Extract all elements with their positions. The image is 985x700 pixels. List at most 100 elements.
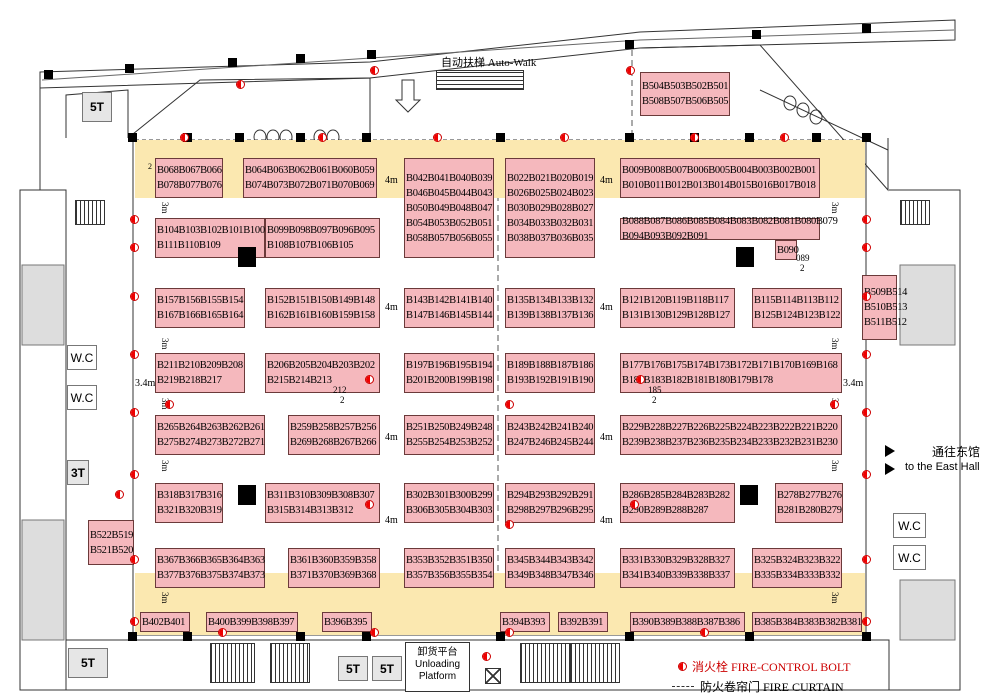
booth-label: B189B188B187B186: [507, 360, 594, 371]
unloading-en2: Platform: [418, 671, 457, 682]
structural-column: [496, 632, 505, 641]
booth-label: B302B301B300B299: [406, 490, 493, 501]
booth-label: B269B268B267B266: [290, 437, 377, 448]
unloading-cn: 卸货平台: [417, 647, 458, 658]
booth-label: B042B041B040B039: [406, 172, 493, 184]
booth-block[interactable]: B090: [775, 240, 799, 260]
stair-right-top: [900, 200, 930, 225]
booth-label: B394B393: [502, 616, 546, 628]
booth-block[interactable]: B400B399B398B397: [206, 612, 298, 632]
booth-label: B281B280B279: [777, 505, 842, 516]
booth-label: B511B512: [864, 317, 907, 328]
booth-block[interactable]: B385B384B383B382B381: [752, 612, 862, 632]
booth-label: B147B146B145B144: [406, 310, 493, 321]
fire-bolt-icon: [130, 617, 139, 626]
stair-bottom-4: [570, 643, 620, 683]
booth-label: B509B514: [864, 287, 908, 298]
fire-bolt-icon: [433, 133, 442, 142]
fire-bolt-icon: [830, 400, 839, 409]
booth-label: B022B021B020B019: [507, 172, 594, 184]
fire-bolt-icon: [862, 243, 871, 252]
booth-block[interactable]: B402B401: [140, 612, 190, 632]
booth-block[interactable]: B394B393: [500, 612, 550, 632]
booth-label: B390B389B388B387B386: [632, 616, 740, 628]
fire-bolt-icon: [862, 617, 871, 626]
booth-label: B402B401: [142, 616, 186, 628]
structural-column: [125, 64, 134, 73]
booth-label: B371B370B369B368: [290, 570, 377, 581]
east-hall-en: to the East Hall: [905, 461, 980, 473]
booth-label: B184B183B182B181B180B179B178: [622, 375, 773, 386]
booth-block[interactable]: B088B087B086B085B084B083B082B081B080B079…: [620, 216, 838, 242]
structural-column: [367, 50, 376, 59]
booth-label: B367B366B365B364B363: [157, 555, 265, 566]
booth-label: B125B124B123B122: [754, 310, 841, 321]
booth-label: B094B093B092B091: [622, 231, 709, 242]
booth-label: B341B340B339B338B337: [622, 570, 730, 581]
booth-label: B121B120B119B118B117: [622, 295, 729, 306]
arrow-right-icon: [885, 445, 895, 457]
booth-block[interactable]: B177B176B175B174B173B172B171B170B169B168…: [620, 353, 842, 393]
dim-3m: 3m: [160, 592, 170, 604]
booth-block[interactable]: B390B389B388B387B386: [630, 612, 745, 632]
booth-block[interactable]: B229B228B227B226B225B224B223B222B221B220…: [620, 415, 842, 455]
structural-column: [228, 58, 237, 67]
dim-3m: 3m: [830, 202, 840, 214]
booth-label: B034B033B032B031: [507, 217, 594, 229]
booth-label: B286B285B284B283B282: [622, 490, 730, 501]
dim-212: 212: [333, 385, 347, 395]
booth-label: B167B166B165B164: [157, 310, 244, 321]
structural-column: [296, 632, 305, 641]
structural-column: [745, 632, 754, 641]
booth-label: B157B156B155B154: [157, 295, 244, 306]
structural-column: [625, 133, 634, 142]
fire-curtain-legend-icon: [672, 686, 694, 687]
booth-block[interactable]: B396B395: [322, 612, 372, 632]
dim-3m: 3m: [830, 460, 840, 472]
pillar: [238, 247, 256, 267]
booth-label: B090: [777, 244, 799, 256]
booth-block[interactable]: B392B391: [558, 612, 608, 632]
stair-5t-bottom-a: 5T: [338, 656, 368, 681]
unloading-platform: 卸货平台 Unloading Platform: [405, 642, 470, 692]
dim-4m: 4m: [600, 515, 613, 526]
fire-bolt-icon: [365, 375, 374, 384]
fire-bolt-icon: [636, 375, 645, 384]
fire-bolt-icon: [130, 215, 139, 224]
